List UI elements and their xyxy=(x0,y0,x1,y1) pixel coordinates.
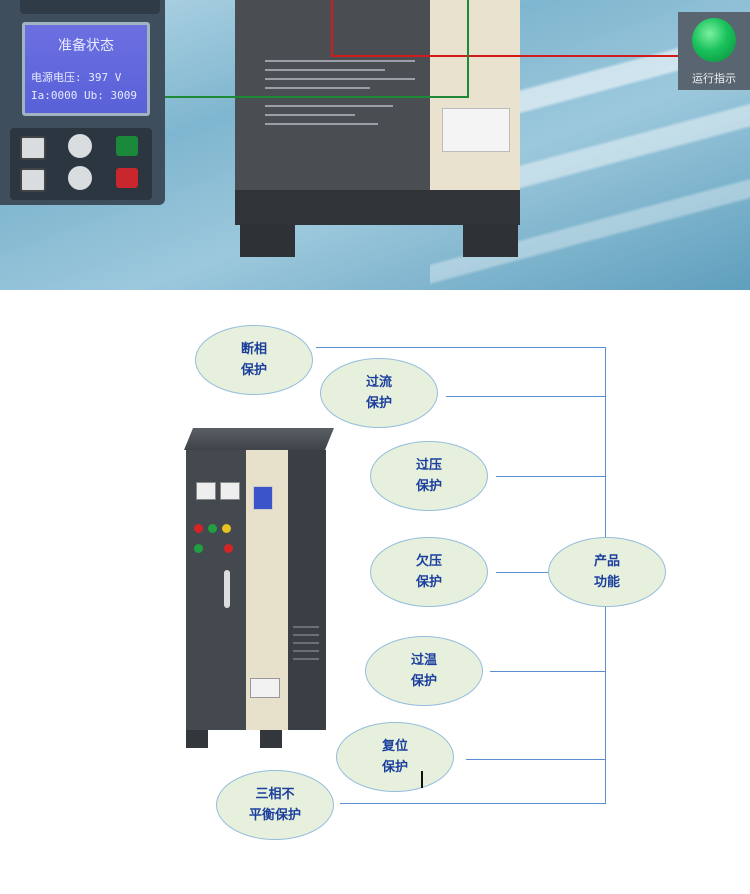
run-indicator-lamp-icon xyxy=(692,18,736,62)
cabinet-leg-left xyxy=(186,730,208,748)
keypad-menu-key[interactable] xyxy=(20,136,46,160)
panel-header-strip xyxy=(20,0,160,14)
cabinet-top-cover xyxy=(184,428,334,450)
keypad xyxy=(10,128,152,200)
green-wire xyxy=(467,0,469,97)
run-indicator: 运行指示 xyxy=(678,12,750,90)
bubble-label: 产品 xyxy=(593,554,620,569)
vent-slot xyxy=(293,650,319,652)
voltmeter-icon xyxy=(220,482,240,500)
cabinet-leg-right xyxy=(260,730,282,748)
bubble-phase-loss-protection: 断相保护 xyxy=(195,325,313,395)
stop-button-icon xyxy=(224,544,233,553)
cabinet-side-panel xyxy=(430,0,520,190)
red-lamp-icon xyxy=(194,524,203,533)
bubble-label: 保护 xyxy=(381,760,408,775)
lcd-current-text: Ia:0000 Ub: 3009 xyxy=(31,89,137,102)
connector-line xyxy=(340,803,605,804)
cabinet-right-side xyxy=(288,450,326,730)
bubble-label: 保护 xyxy=(415,575,442,590)
bubble-overtemperature-protection: 过温保护 xyxy=(365,636,483,706)
keypad-set-key[interactable] xyxy=(20,168,46,192)
keypad-down-key[interactable] xyxy=(68,166,92,190)
lcd-display: 准备状态 电源电压: 397 V Ia:0000 Ub: 3009 xyxy=(22,22,150,116)
connector-line xyxy=(446,396,605,397)
bubble-label: 保护 xyxy=(240,363,267,378)
bubble-label: 欠压 xyxy=(415,554,442,569)
bubble-product-functions: 产品功能 xyxy=(548,537,666,607)
bubble-label: 保护 xyxy=(365,396,392,411)
vent-slot xyxy=(293,626,319,628)
bubble-overvoltage-protection: 过压保护 xyxy=(370,441,488,511)
bubble-undervoltage-protection: 欠压保护 xyxy=(370,537,488,607)
connector-line xyxy=(496,572,550,573)
keypad-stop-key[interactable] xyxy=(116,168,138,188)
cabinet-nameplate xyxy=(250,678,280,698)
warning-label-text xyxy=(265,60,415,140)
connector-line xyxy=(466,759,605,760)
connector-line xyxy=(496,476,605,477)
product-photo-banner: 准备状态 电源电压: 397 V Ia:0000 Ub: 3009 运行指示 xyxy=(0,0,750,290)
bubble-label: 断相 xyxy=(240,342,267,357)
keypad-up-key[interactable] xyxy=(68,134,92,158)
bubble-reset-protection: 复位保护 xyxy=(336,722,454,792)
control-panel: 准备状态 电源电压: 397 V Ia:0000 Ub: 3009 xyxy=(0,0,165,205)
text-cursor xyxy=(421,771,423,788)
lcd-status-text: 准备状态 xyxy=(58,38,114,54)
soft-starter-cabinet-illustration xyxy=(180,420,335,750)
cabinet-display-icon xyxy=(253,486,273,510)
bubble-phase-imbalance-protection: 三相不平衡保护 xyxy=(216,770,334,840)
keypad-run-key[interactable] xyxy=(116,136,138,156)
cabinet-foot-right xyxy=(463,225,518,257)
bubble-overcurrent-protection: 过流保护 xyxy=(320,358,438,428)
yellow-lamp-icon xyxy=(222,524,231,533)
bubble-label: 复位 xyxy=(381,739,408,754)
vent-slot xyxy=(293,634,319,636)
connector-line xyxy=(490,671,605,672)
vent-slot xyxy=(293,642,319,644)
cabinet-closeup xyxy=(235,0,520,225)
run-indicator-label: 运行指示 xyxy=(692,72,736,85)
green-lamp-icon xyxy=(208,524,217,533)
bubble-label: 保护 xyxy=(415,479,442,494)
red-wire xyxy=(331,55,691,57)
door-handle-icon xyxy=(224,570,230,608)
lcd-voltage-text: 电源电压: 397 V xyxy=(31,71,122,84)
green-wire xyxy=(165,96,469,98)
nameplate xyxy=(442,108,510,152)
bubble-label: 平衡保护 xyxy=(248,808,301,823)
cabinet-base xyxy=(235,190,520,225)
bubble-label: 保护 xyxy=(410,674,437,689)
bubble-label: 过温 xyxy=(410,653,437,668)
start-button-icon xyxy=(194,544,203,553)
ammeter-icon xyxy=(196,482,216,500)
connector-line xyxy=(316,347,605,348)
vent-slot xyxy=(293,658,319,660)
bubble-label: 过压 xyxy=(415,458,442,473)
bubble-label: 三相不 xyxy=(255,787,295,802)
red-wire xyxy=(331,0,333,56)
cabinet-foot-left xyxy=(240,225,295,257)
bubble-label: 过流 xyxy=(365,375,392,390)
bubble-label: 功能 xyxy=(593,575,620,590)
